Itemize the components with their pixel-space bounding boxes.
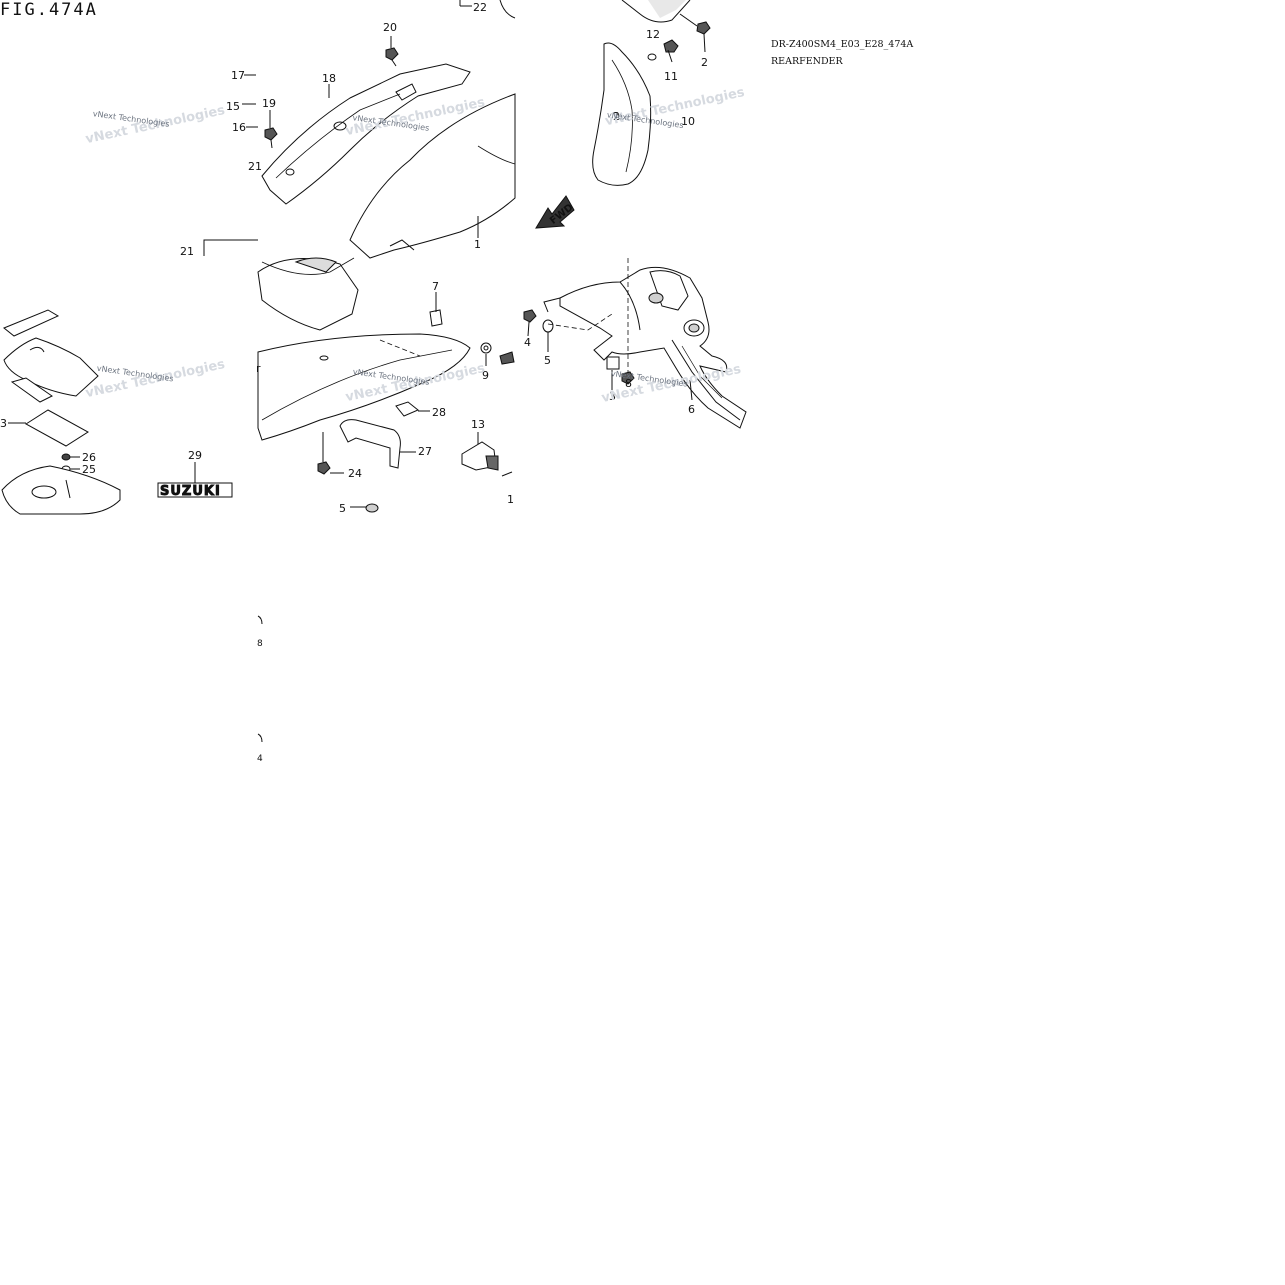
panel-lower-fragments xyxy=(257,615,263,743)
clip-7 xyxy=(429,292,443,327)
callout: 16 xyxy=(232,121,246,134)
part-top-partial xyxy=(621,0,691,23)
part-pad-28 xyxy=(395,401,419,417)
callout: 11 xyxy=(664,70,678,83)
clip-3 xyxy=(606,356,620,390)
nut-2 xyxy=(679,13,711,53)
figure-code: DR-Z400SM4_E03_E28_474A xyxy=(771,39,914,50)
washer-12 xyxy=(647,53,657,61)
callout: 9 xyxy=(482,369,489,382)
bolt-11 xyxy=(663,39,679,63)
callout: 29 xyxy=(188,449,202,462)
callout: 4 xyxy=(257,754,263,764)
callout: 22 xyxy=(473,1,487,14)
callout: 3 xyxy=(0,417,7,430)
callout: 21 xyxy=(248,160,262,173)
figure-reference: DR-Z400SM4_E03_E28_474A REARFENDER xyxy=(771,36,913,70)
bolt-16 xyxy=(264,127,278,149)
callout: 10 xyxy=(681,115,695,128)
callout: 12 xyxy=(646,28,660,41)
callout: 4 xyxy=(524,336,531,349)
bolt-24 xyxy=(317,432,344,475)
callout: 27 xyxy=(418,445,432,458)
callout: 7 xyxy=(432,280,439,293)
callout: 5 xyxy=(544,354,551,367)
callout: 1 xyxy=(474,238,481,251)
part-top-shade xyxy=(648,0,686,18)
callout: 25 xyxy=(82,463,96,476)
part-tool-bag xyxy=(3,337,99,397)
callout: 2 xyxy=(613,110,620,123)
callout: 24 xyxy=(348,467,362,480)
callout: 18 xyxy=(322,72,336,85)
collar-5 xyxy=(542,319,554,352)
callout: 21 xyxy=(180,245,194,258)
part-connector-13 xyxy=(461,432,513,477)
callout-labels: 20 22 12 2 11 17 18 15 19 16 21 1 10 2 7… xyxy=(0,1,708,764)
callout: 15 xyxy=(226,100,240,113)
callout: 20 xyxy=(383,21,397,34)
panel-front-fender: r xyxy=(256,257,515,513)
callout: 6 xyxy=(688,403,695,416)
part-fender-lower xyxy=(257,333,471,441)
callout: 8 xyxy=(625,377,632,390)
part-rear-bracket xyxy=(543,258,747,429)
svg-text:r: r xyxy=(256,362,261,375)
part-manual xyxy=(25,409,89,447)
bolt-20 xyxy=(385,36,399,67)
emblem-badge xyxy=(157,482,233,498)
part-strap xyxy=(3,309,60,337)
part-handle-27 xyxy=(339,419,401,469)
callout: 8 xyxy=(257,639,263,649)
callout: 19 xyxy=(262,97,276,110)
grommet-5 xyxy=(350,503,379,513)
fwd-arrow xyxy=(535,195,575,229)
part-fender-inner xyxy=(261,63,471,205)
emblem-text: SUZUKI xyxy=(160,484,221,499)
bolt-partial xyxy=(499,351,515,365)
panel-tool-bag xyxy=(1,309,233,515)
callout: 1 xyxy=(507,493,514,506)
panel-rear-fender xyxy=(203,0,516,259)
figure-title: FIG.474A xyxy=(0,0,98,20)
part-fender-under xyxy=(257,258,359,331)
bolt-8 xyxy=(621,371,635,385)
part-tube xyxy=(10,377,53,403)
callout: 3 xyxy=(609,390,616,403)
figure-name: REARFENDER xyxy=(771,56,843,67)
callout: 5 xyxy=(339,502,346,515)
callout: 17 xyxy=(231,69,245,82)
callout: 2 xyxy=(701,56,708,69)
panel-mudguard xyxy=(523,0,747,429)
part-mudflap xyxy=(592,42,652,186)
part-tray xyxy=(1,465,121,515)
part-main-fender xyxy=(349,93,516,259)
washer-9 xyxy=(480,342,492,366)
bolt-4 xyxy=(523,309,537,337)
nut-26 xyxy=(61,453,71,461)
callout: 26 xyxy=(82,451,96,464)
callout: 28 xyxy=(432,406,446,419)
callout: 2 xyxy=(614,111,619,120)
callout: 13 xyxy=(471,418,485,431)
